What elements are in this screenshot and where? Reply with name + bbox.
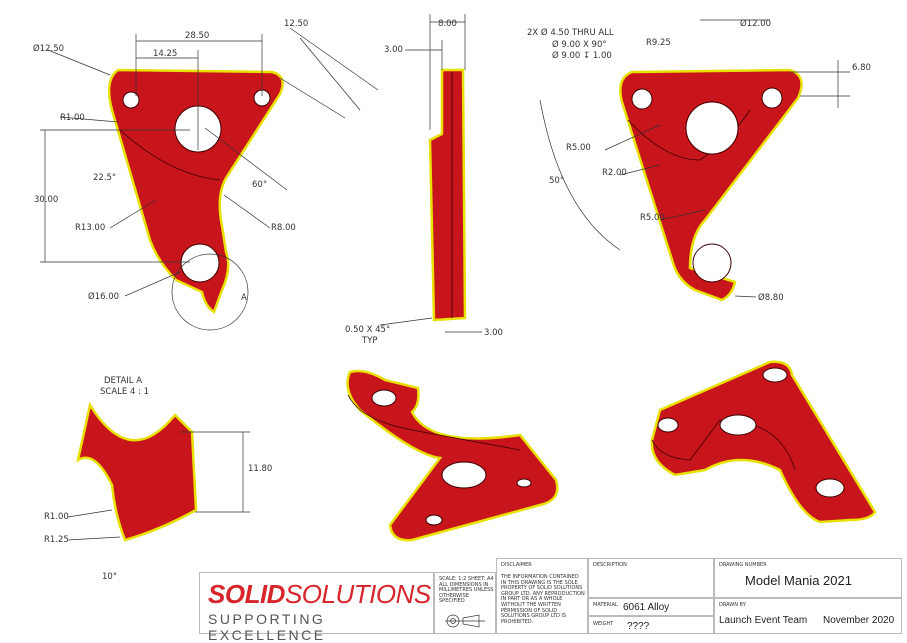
dim-label: Ø12.50 xyxy=(33,43,64,54)
disclaimer-cell: DISCLAIMER THE INFORMATION CONTAINED IN … xyxy=(496,558,588,634)
drawing-number-label: DRAWING NUMBER xyxy=(719,562,767,568)
dim-label: 11.80 xyxy=(248,464,272,474)
dim-label: TYP xyxy=(361,336,378,346)
material-label: MATERIAL xyxy=(593,602,618,608)
dim-label: Ø12.00 xyxy=(740,18,771,29)
dim-label: 3.00 xyxy=(484,328,503,338)
dim-label: R1.25 xyxy=(44,535,69,545)
drawn-by-label: DRAWN BY xyxy=(719,602,746,608)
right-view-part xyxy=(619,68,803,302)
detail-a-view: DETAIL A SCALE 4 : 1 11.80 R1.00 R1.25 1… xyxy=(44,376,272,582)
dim-label: 3.00 xyxy=(384,45,403,55)
callout-line: Ø 9.00 ↧ 1.00 xyxy=(552,50,612,61)
front-view-part xyxy=(107,68,284,314)
detail-scale: SCALE 4 : 1 xyxy=(100,387,149,397)
disclaimer-label: DISCLAIMER xyxy=(501,562,532,568)
isometric-view-1 xyxy=(346,369,559,542)
dim-label: A xyxy=(241,293,247,303)
callout-line: Ø 9.00 X 90° xyxy=(552,39,607,50)
right-view: 2X Ø 4.50 THRU ALL Ø 9.00 X 90° Ø 9.00 ↧… xyxy=(527,18,871,303)
projection-symbol-icon xyxy=(445,614,485,628)
disclaimer-text: THE INFORMATION CONTAINED IN THIS DRAWIN… xyxy=(501,574,585,625)
dim-label: 28.50 xyxy=(185,31,209,41)
dim-label: R5.00 xyxy=(566,143,591,153)
dim-label: R2.00 xyxy=(602,168,627,178)
description-cell: DESCRIPTION xyxy=(588,558,714,598)
front-view: Ø12.50 28.50 14.25 12.50 R1.00 22.5° 60°… xyxy=(33,19,379,331)
dim-label: 60° xyxy=(252,180,267,190)
material-value: 6061 Alloy xyxy=(623,602,670,613)
dim-label: R1.00 xyxy=(44,512,69,522)
dim-label: 10° xyxy=(102,572,117,582)
dim-label: 8.00 xyxy=(438,19,457,29)
sheet-info: SCALE: 1:2 SHEET: A4 ALL DIMENSIONS IN M… xyxy=(439,576,494,604)
detail-title: DETAIL A xyxy=(104,376,142,386)
date-value: November 2020 xyxy=(823,615,895,626)
material-cell: MATERIAL 6061 Alloy xyxy=(588,598,714,616)
weight-label: WEIGHT xyxy=(593,621,614,627)
dim-label: 6.80 xyxy=(852,63,871,73)
drawing-number-cell: DRAWING NUMBER Model Mania 2021 xyxy=(714,558,902,598)
dim-label: R8.00 xyxy=(271,223,296,233)
detail-part xyxy=(76,401,198,542)
description-label: DESCRIPTION xyxy=(593,562,627,568)
drawn-by-value: Launch Event Team xyxy=(719,615,808,626)
weight-cell: WEIGHT ???? xyxy=(588,616,714,634)
dim-label: Ø8.80 xyxy=(758,292,784,303)
dim-label: 0.50 X 45° xyxy=(345,325,390,335)
side-view-part xyxy=(428,68,467,322)
isometric-view-2 xyxy=(650,360,877,524)
logo-cell: SOLIDSOLUTIONS SUPPORTING EXCELLENCE xyxy=(199,572,434,643)
dim-label: 12.50 xyxy=(284,19,308,29)
dim-label: 50° xyxy=(549,176,564,186)
drawing-number-value: Model Mania 2021 xyxy=(745,573,852,588)
dim-label: 22.5° xyxy=(93,173,116,183)
drawn-by-cell: DRAWN BY Launch Event Team November 2020 xyxy=(714,598,902,634)
hole-callout: 2X Ø 4.50 THRU ALL Ø 9.00 X 90° Ø 9.00 ↧… xyxy=(527,27,614,61)
callout-line: 2X Ø 4.50 THRU ALL xyxy=(527,27,614,38)
company-tagline: SUPPORTING EXCELLENCE xyxy=(208,611,326,643)
dim-label: 14.25 xyxy=(153,49,177,59)
dim-label: R5.00 xyxy=(640,213,665,223)
dim-label: R9.25 xyxy=(646,38,671,48)
weight-value: ???? xyxy=(627,621,650,632)
sheet-info-cell: SCALE: 1:2 SHEET: A4 ALL DIMENSIONS IN M… xyxy=(434,572,496,634)
side-view: 8.00 3.00 0.50 X 45° TYP 3.00 xyxy=(345,14,503,346)
company-logo: SOLIDSOLUTIONS xyxy=(208,579,431,609)
dim-label: 30.00 xyxy=(34,195,58,205)
dim-label: Ø16.00 xyxy=(88,291,119,302)
dim-label: R13.00 xyxy=(75,223,105,233)
dim-label: R1.00 xyxy=(60,113,85,123)
